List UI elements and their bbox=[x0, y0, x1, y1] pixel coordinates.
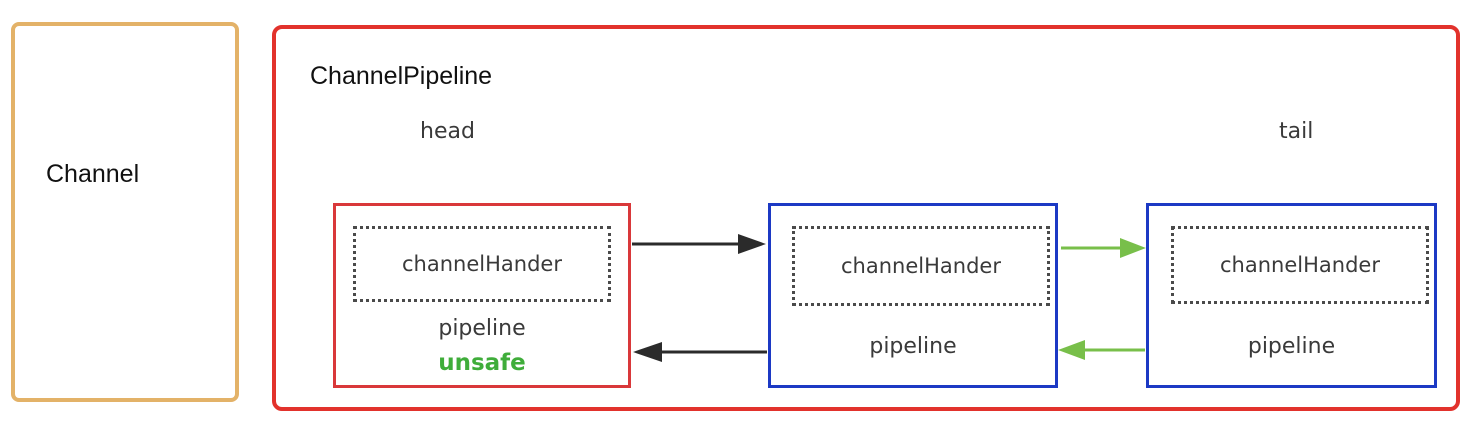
head-channel-handler: channelHander bbox=[353, 226, 611, 302]
tail-label: tail bbox=[1279, 119, 1314, 144]
arrow-middle-to-tail bbox=[1061, 238, 1146, 258]
arrow-head-to-middle bbox=[632, 234, 766, 254]
head-node: channelHander pipeline unsafe bbox=[333, 203, 631, 388]
head-label: head bbox=[420, 119, 475, 144]
channel-pipeline-frame bbox=[272, 25, 1460, 411]
tail-pipeline-label: pipeline bbox=[1247, 334, 1336, 359]
arrow-tail-to-middle bbox=[1058, 340, 1145, 360]
tail-channel-handler: channelHander bbox=[1171, 226, 1429, 304]
tail-node: channelHander pipeline bbox=[1146, 203, 1437, 388]
channel-box bbox=[11, 22, 239, 402]
channel-pipeline-title: ChannelPipeline bbox=[310, 62, 493, 90]
channel-label: Channel bbox=[46, 160, 140, 188]
head-pipeline-label: pipeline bbox=[438, 316, 526, 341]
middle-pipeline-label: pipeline bbox=[869, 334, 957, 359]
arrow-middle-to-head bbox=[633, 342, 767, 362]
middle-node: channelHander pipeline bbox=[768, 203, 1058, 388]
head-unsafe-label: unsafe bbox=[438, 350, 526, 376]
middle-channel-handler: channelHander bbox=[792, 226, 1050, 306]
